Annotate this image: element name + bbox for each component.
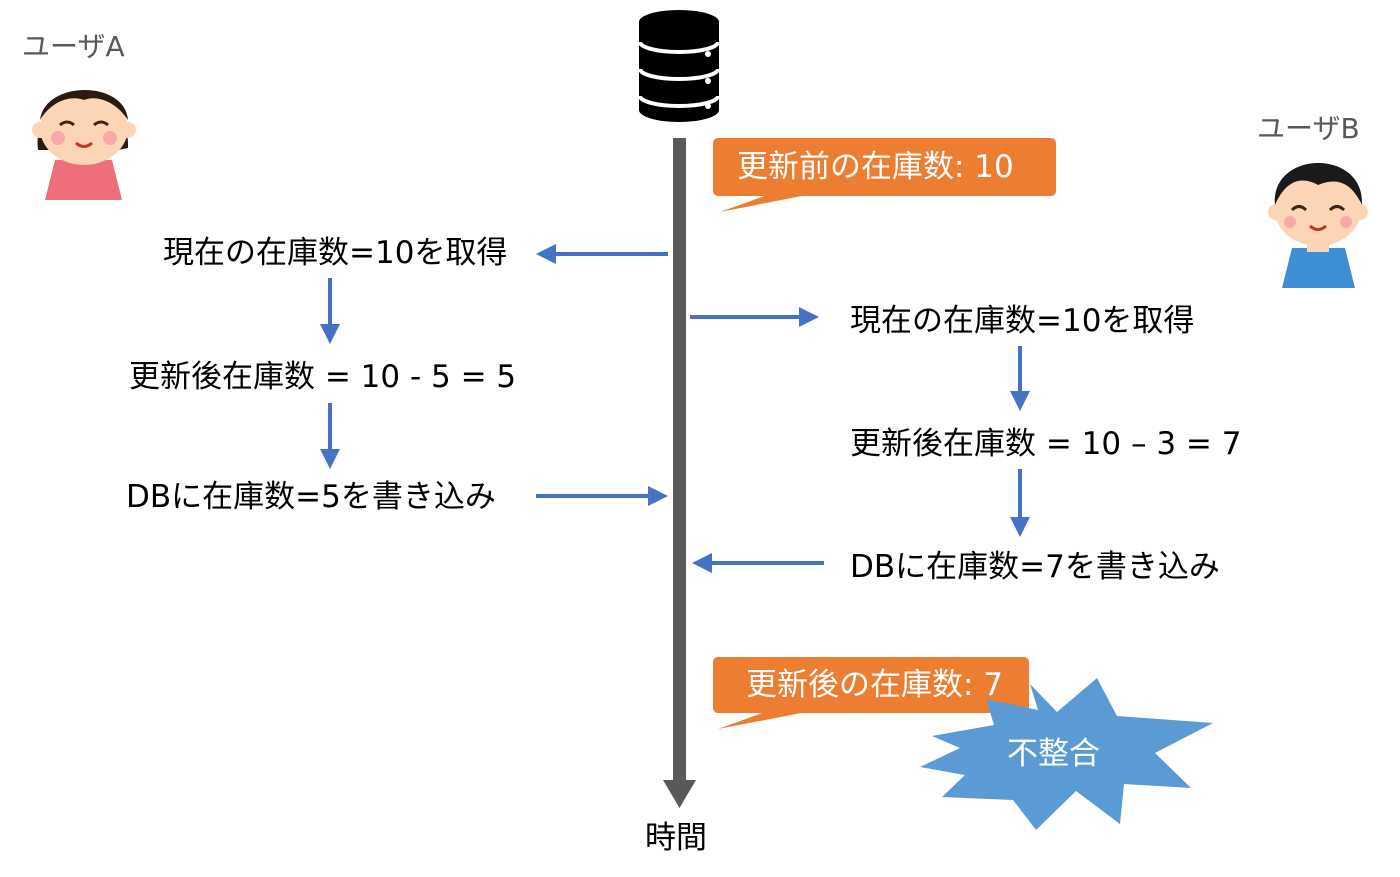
user-a-step-1: 現在の在庫数=10を取得 [163, 235, 507, 271]
user-b-step-2: 更新後在庫数 = 10 – 3 = 7 [850, 426, 1241, 462]
user-a-step-3: DBに在庫数=5を書き込み [126, 479, 496, 515]
inconsistency-burst: 不整合 [920, 678, 1213, 830]
timeline-label: 時間 [645, 820, 707, 856]
user-b-step-3: DBに在庫数=7を書き込み [850, 549, 1220, 585]
callout-after-text: 更新後の在庫数: 7 [746, 667, 1003, 703]
database-icon [638, 10, 720, 122]
timeline-arrow [663, 138, 696, 808]
girl-avatar-icon [32, 90, 136, 200]
user-b-label: ユーザB [1257, 112, 1360, 145]
callout-before: 更新前の在庫数: 10 [713, 138, 1056, 212]
user-b-step-1: 現在の在庫数=10を取得 [850, 303, 1194, 339]
callout-before-text: 更新前の在庫数: 10 [737, 149, 1014, 185]
burst-text: 不整合 [1007, 736, 1100, 772]
boy-avatar-icon [1268, 162, 1368, 288]
callout-after: 更新後の在庫数: 7 [713, 657, 1029, 729]
user-a-step-2: 更新後在庫数 = 10 - 5 = 5 [129, 359, 516, 395]
user-a-label: ユーザA [22, 30, 125, 63]
